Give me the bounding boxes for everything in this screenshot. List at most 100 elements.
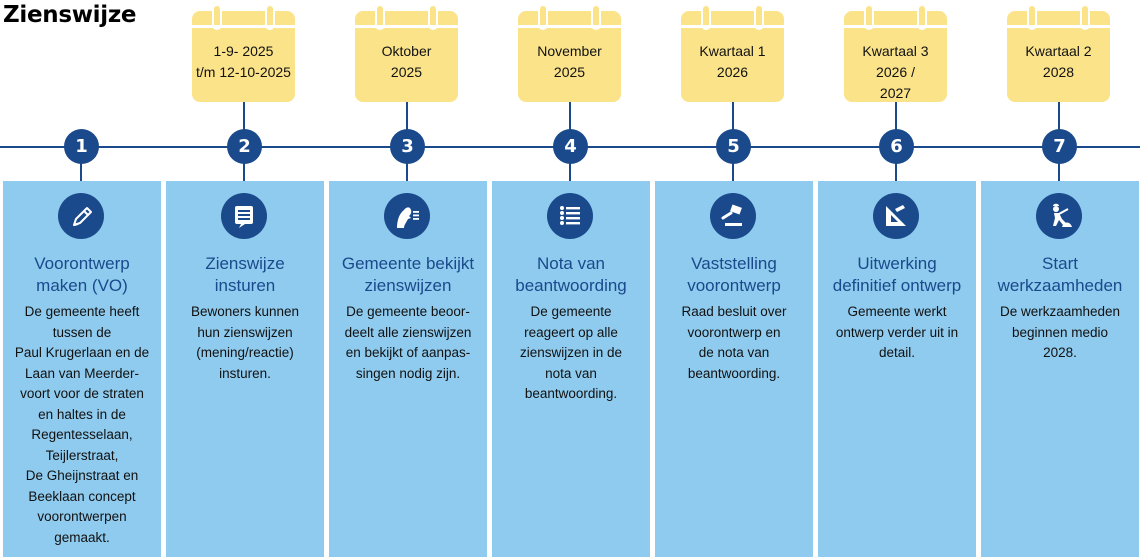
step-description: De werkzaamheden beginnen medio 2028. bbox=[981, 302, 1139, 364]
step-title-line: voorontwerp bbox=[687, 276, 781, 295]
step-description-line: voorontwerpen bbox=[37, 509, 127, 524]
step-description-line: De gemeente beoor- bbox=[346, 304, 470, 319]
step-description-line: Bewoners kunnen bbox=[190, 304, 300, 319]
calendar-ring bbox=[866, 6, 872, 28]
step-date: 1-9- 2025 t/m 12-10-2025 bbox=[196, 43, 291, 80]
step-description-line: Beeklaan concept bbox=[28, 488, 136, 504]
step-description-line: hun zienswijzen bbox=[197, 324, 293, 340]
step-title-line: Voorontwerp bbox=[34, 254, 130, 273]
step-date: November 2025 bbox=[537, 43, 602, 80]
step-description-line: deelt alle zienswijzen bbox=[344, 324, 472, 340]
calendar-date: 1-9- 2025 t/m 12-10-2025 bbox=[192, 6, 295, 102]
step-title: Nota van beantwoording bbox=[492, 253, 650, 297]
step-description-line: Gemeente werkt bbox=[847, 304, 947, 319]
step-title-line: Nota van bbox=[536, 254, 606, 273]
step-number-badge: 4 bbox=[553, 129, 588, 164]
connector-line bbox=[406, 102, 408, 146]
step-number-badge: 6 bbox=[879, 129, 914, 164]
calendar-header-line bbox=[355, 25, 458, 28]
set-square-icon bbox=[873, 193, 919, 239]
gavel-icon bbox=[710, 193, 756, 239]
step-description-line: de nota van bbox=[698, 345, 770, 360]
calendar-date: Kwartaal 2 2028 bbox=[1007, 6, 1110, 102]
step-description-line: (mening/reactie) bbox=[196, 345, 294, 360]
calendar-header-line bbox=[1007, 25, 1110, 28]
step-title-line: zienswijzen bbox=[364, 276, 452, 295]
connector-line bbox=[895, 147, 897, 185]
step-number-badge: 7 bbox=[1042, 129, 1077, 164]
step-date: Kwartaal 3 2026 / 2027 bbox=[862, 43, 929, 101]
step-title-line: beantwoording bbox=[515, 276, 627, 295]
step-panel: Gemeente bekijkt zienswijzen De gemeente b… bbox=[329, 181, 487, 557]
connector-line bbox=[895, 102, 897, 146]
connector-line bbox=[569, 147, 571, 185]
step-description-line: beginnen medio bbox=[1011, 324, 1109, 340]
calendar-date: Oktober 2025 bbox=[355, 6, 458, 102]
calendar-ring bbox=[430, 6, 436, 28]
step-description-line: zienswijzen in de bbox=[519, 345, 623, 360]
step-description-line: 2028. bbox=[1043, 345, 1077, 360]
calendar-ring bbox=[703, 6, 709, 28]
step-title-line: Gemeente bekijkt bbox=[341, 254, 475, 273]
step-description-line: Paul Krugerlaan en de bbox=[14, 345, 150, 360]
calendar-date: Kwartaal 1 2026 bbox=[681, 6, 784, 102]
step-description-line: De gemeente heeft bbox=[24, 304, 140, 319]
step-title-line: Start bbox=[1042, 254, 1078, 273]
step-number-badge: 3 bbox=[390, 129, 425, 164]
step-title-line: Zienswijze bbox=[205, 254, 285, 273]
step-description-line: ontwerp verder uit in bbox=[835, 324, 959, 340]
connector-line bbox=[732, 147, 734, 185]
step-description-line: Regentesselaan, bbox=[31, 427, 133, 442]
connector-line bbox=[80, 147, 82, 185]
step-description-line: beantwoording. bbox=[524, 386, 618, 401]
page-title: Zienswijze bbox=[3, 2, 137, 28]
step-description-line: en bekijkt of aanpas- bbox=[345, 345, 471, 360]
step-description-line: reageert op alle bbox=[524, 324, 618, 340]
step-title: Gemeente bekijkt zienswijzen bbox=[329, 253, 487, 297]
step-description: Bewoners kunnen hun zienswijzen (mening/re… bbox=[166, 302, 324, 384]
calendar-header-line bbox=[681, 25, 784, 28]
calendar-header-line bbox=[192, 25, 295, 28]
step-title-line: definitief ontwerp bbox=[832, 276, 962, 295]
calendar-header-line bbox=[518, 25, 621, 28]
step-description-line: Raad besluit over bbox=[681, 304, 787, 319]
calendar-date: Kwartaal 3 2026 / 2027 bbox=[844, 6, 947, 102]
pencil-icon bbox=[58, 193, 104, 239]
step-description-line: De werkzaamheden bbox=[999, 304, 1121, 319]
step-description-line: Laan van Meerder- bbox=[24, 365, 140, 381]
step-title-line: Uitwerking bbox=[857, 254, 937, 273]
step-number-badge: 2 bbox=[227, 129, 262, 164]
construction-worker-icon bbox=[1036, 193, 1082, 239]
calendar-ring bbox=[593, 6, 599, 28]
calendar-ring bbox=[267, 6, 273, 28]
connector-line bbox=[569, 102, 571, 146]
step-description-line: gemaakt. bbox=[54, 529, 110, 545]
step-number-badge: 5 bbox=[716, 129, 751, 164]
calendar-ring bbox=[1082, 6, 1088, 28]
calendar-date: November 2025 bbox=[518, 6, 621, 102]
step-description-line: nota van bbox=[545, 365, 597, 381]
step-number-badge: 1 bbox=[64, 129, 99, 164]
thinking-person-icon bbox=[384, 193, 430, 239]
step-description-line: singen nodig zijn. bbox=[355, 365, 461, 381]
step-date: Oktober 2025 bbox=[381, 43, 432, 80]
calendar-ring bbox=[540, 6, 546, 28]
calendar-ring bbox=[377, 6, 383, 28]
step-description-line: voort voor de straten bbox=[20, 386, 144, 401]
step-description: De gemeente beoor-deelt alle zienswijzen… bbox=[329, 302, 487, 384]
